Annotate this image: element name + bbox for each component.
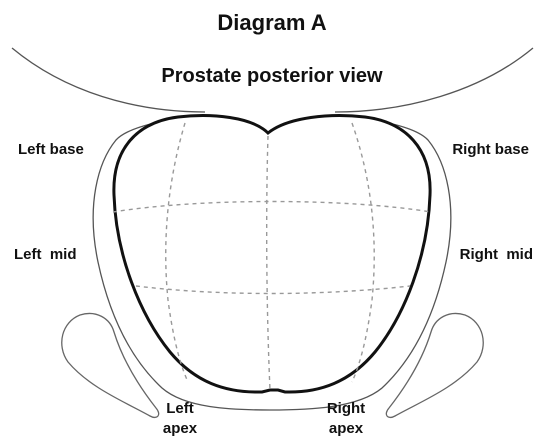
label-right-base: Right base bbox=[452, 141, 529, 158]
label-left-apex-line1: Left bbox=[166, 400, 194, 417]
left-apex-structure bbox=[62, 314, 159, 418]
prostate-gland-outline bbox=[114, 116, 430, 393]
right-apex-structure bbox=[386, 314, 483, 418]
label-left-mid: Left mid bbox=[14, 246, 77, 263]
diagram-subtitle: Prostate posterior view bbox=[161, 65, 383, 87]
label-left-apex-line2: apex bbox=[163, 420, 198, 437]
diagram-title: Diagram A bbox=[217, 10, 326, 35]
label-right-mid: Right mid bbox=[460, 246, 533, 263]
label-left-base: Left base bbox=[18, 141, 84, 158]
label-right-apex-line1: Right bbox=[327, 400, 365, 417]
label-right-apex-line2: apex bbox=[329, 420, 364, 437]
